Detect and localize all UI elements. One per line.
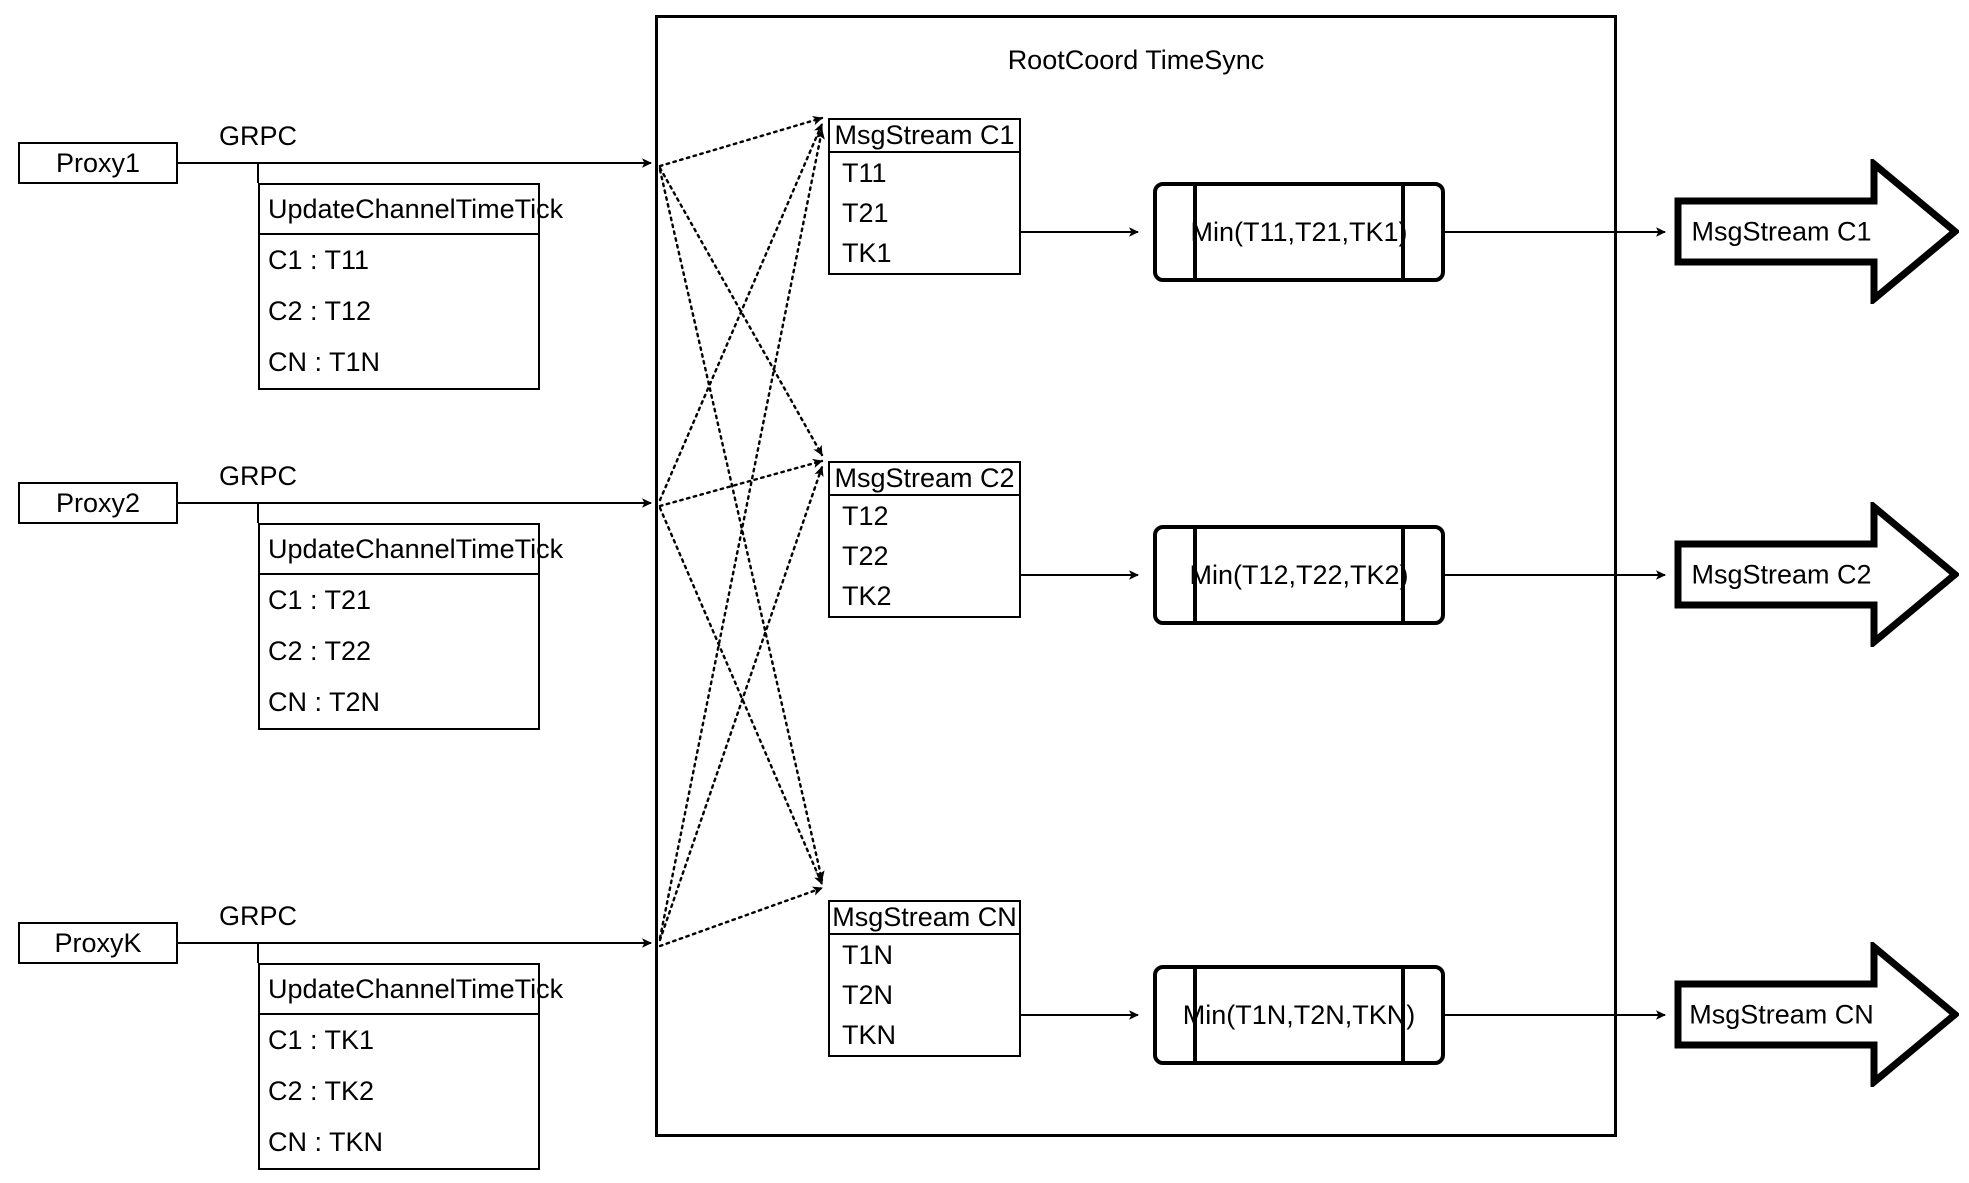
proxy-label-1: Proxy1 <box>55 147 141 178</box>
uctt-title-1: UpdateChannelTimeTick <box>260 185 563 235</box>
min-label-3: Min(T1N,T2N,TKN) <box>1182 999 1416 1030</box>
uctt-row: C1 : T21 <box>268 585 372 615</box>
uctt-row: C2 : T12 <box>268 296 372 326</box>
output-arrow-2: MsgStream C2 <box>1674 502 1959 647</box>
msgstream-table-1: MsgStream C1 T11 T21 TK1 <box>828 118 1021 275</box>
proxy-box-2[interactable]: Proxy2 <box>18 482 178 524</box>
msgstream-row: T2N <box>842 979 894 1010</box>
grpc-label-1: GRPC <box>218 121 298 151</box>
msgstream-title-3: MsgStream CN <box>830 902 1019 935</box>
update-channel-timetick-table-3: UpdateChannelTimeTick C1 : TK1 C2 : TK2 … <box>258 963 563 1170</box>
uctt-row: CN : T2N <box>268 687 381 717</box>
grpc-label-3: GRPC <box>218 901 298 931</box>
uctt-body-2: C1 : T21 C2 : T22 CN : T2N <box>260 575 538 728</box>
uctt-row: C2 : TK2 <box>268 1076 375 1106</box>
msgstream-row: TK1 <box>842 237 892 268</box>
output-arrow-label-2: MsgStream C2 <box>1691 559 1872 589</box>
output-arrow-label-3: MsgStream CN <box>1689 999 1874 1029</box>
msgstream-title-2: MsgStream C2 <box>830 463 1019 496</box>
msgstream-row: T11 <box>842 157 887 188</box>
msgstream-row: T21 <box>842 197 889 228</box>
grpc-label-2: GRPC <box>218 461 298 491</box>
msgstream-row: T1N <box>842 939 894 970</box>
min-label-1: Min(T11,T21,TK1) <box>1190 216 1408 247</box>
output-arrow-label-1: MsgStream C1 <box>1691 216 1872 246</box>
msgstream-row: TKN <box>842 1019 896 1050</box>
update-channel-timetick-table-1: UpdateChannelTimeTick C1 : T11 C2 : T12 … <box>258 183 563 390</box>
msgstream-title-1: MsgStream C1 <box>830 120 1019 153</box>
msgstream-table-3: MsgStream CN T1N T2N TKN <box>828 900 1021 1057</box>
proxy-label-3: ProxyK <box>54 927 142 958</box>
uctt-row: CN : TKN <box>268 1127 384 1157</box>
rootcoord-timesync-container <box>655 15 1617 1137</box>
output-arrow-shape-3 <box>1674 942 1959 1087</box>
min-label-2: Min(T12,T22,TK2) <box>1189 559 1409 590</box>
uctt-body-1: C1 : T11 C2 : T12 CN : T1N <box>260 235 538 388</box>
output-arrow-3: MsgStream CN <box>1674 942 1959 1087</box>
update-channel-timetick-table-2: UpdateChannelTimeTick C1 : T21 C2 : T22 … <box>258 523 563 730</box>
uctt-body-3: C1 : TK1 C2 : TK2 CN : TKN <box>260 1015 538 1168</box>
uctt-title-3: UpdateChannelTimeTick <box>260 965 563 1015</box>
uctt-row: C1 : T11 <box>268 245 370 275</box>
output-arrow-shape-2 <box>1674 502 1959 647</box>
msgstream-row: TK2 <box>842 580 892 611</box>
msgstream-row: T22 <box>842 540 889 571</box>
uctt-row: C2 : T22 <box>268 636 372 666</box>
rootcoord-timesync-title: RootCoord TimeSync <box>1007 45 1265 75</box>
msgstream-table-2: MsgStream C2 T12 T22 TK2 <box>828 461 1021 618</box>
uctt-row: CN : T1N <box>268 347 381 377</box>
output-arrow-1: MsgStream C1 <box>1674 159 1959 304</box>
output-arrow-shape-1 <box>1674 159 1959 304</box>
min-process-3: Min(T1N,T2N,TKN) <box>1153 965 1445 1065</box>
uctt-row: C1 : TK1 <box>268 1025 375 1055</box>
proxy-label-2: Proxy2 <box>55 487 141 518</box>
proxy-box-3[interactable]: ProxyK <box>18 922 178 964</box>
proxy-box-1[interactable]: Proxy1 <box>18 142 178 184</box>
min-process-1: Min(T11,T21,TK1) <box>1153 182 1445 282</box>
uctt-title-2: UpdateChannelTimeTick <box>260 525 563 575</box>
msgstream-row: T12 <box>842 500 889 531</box>
min-process-2: Min(T12,T22,TK2) <box>1153 525 1445 625</box>
